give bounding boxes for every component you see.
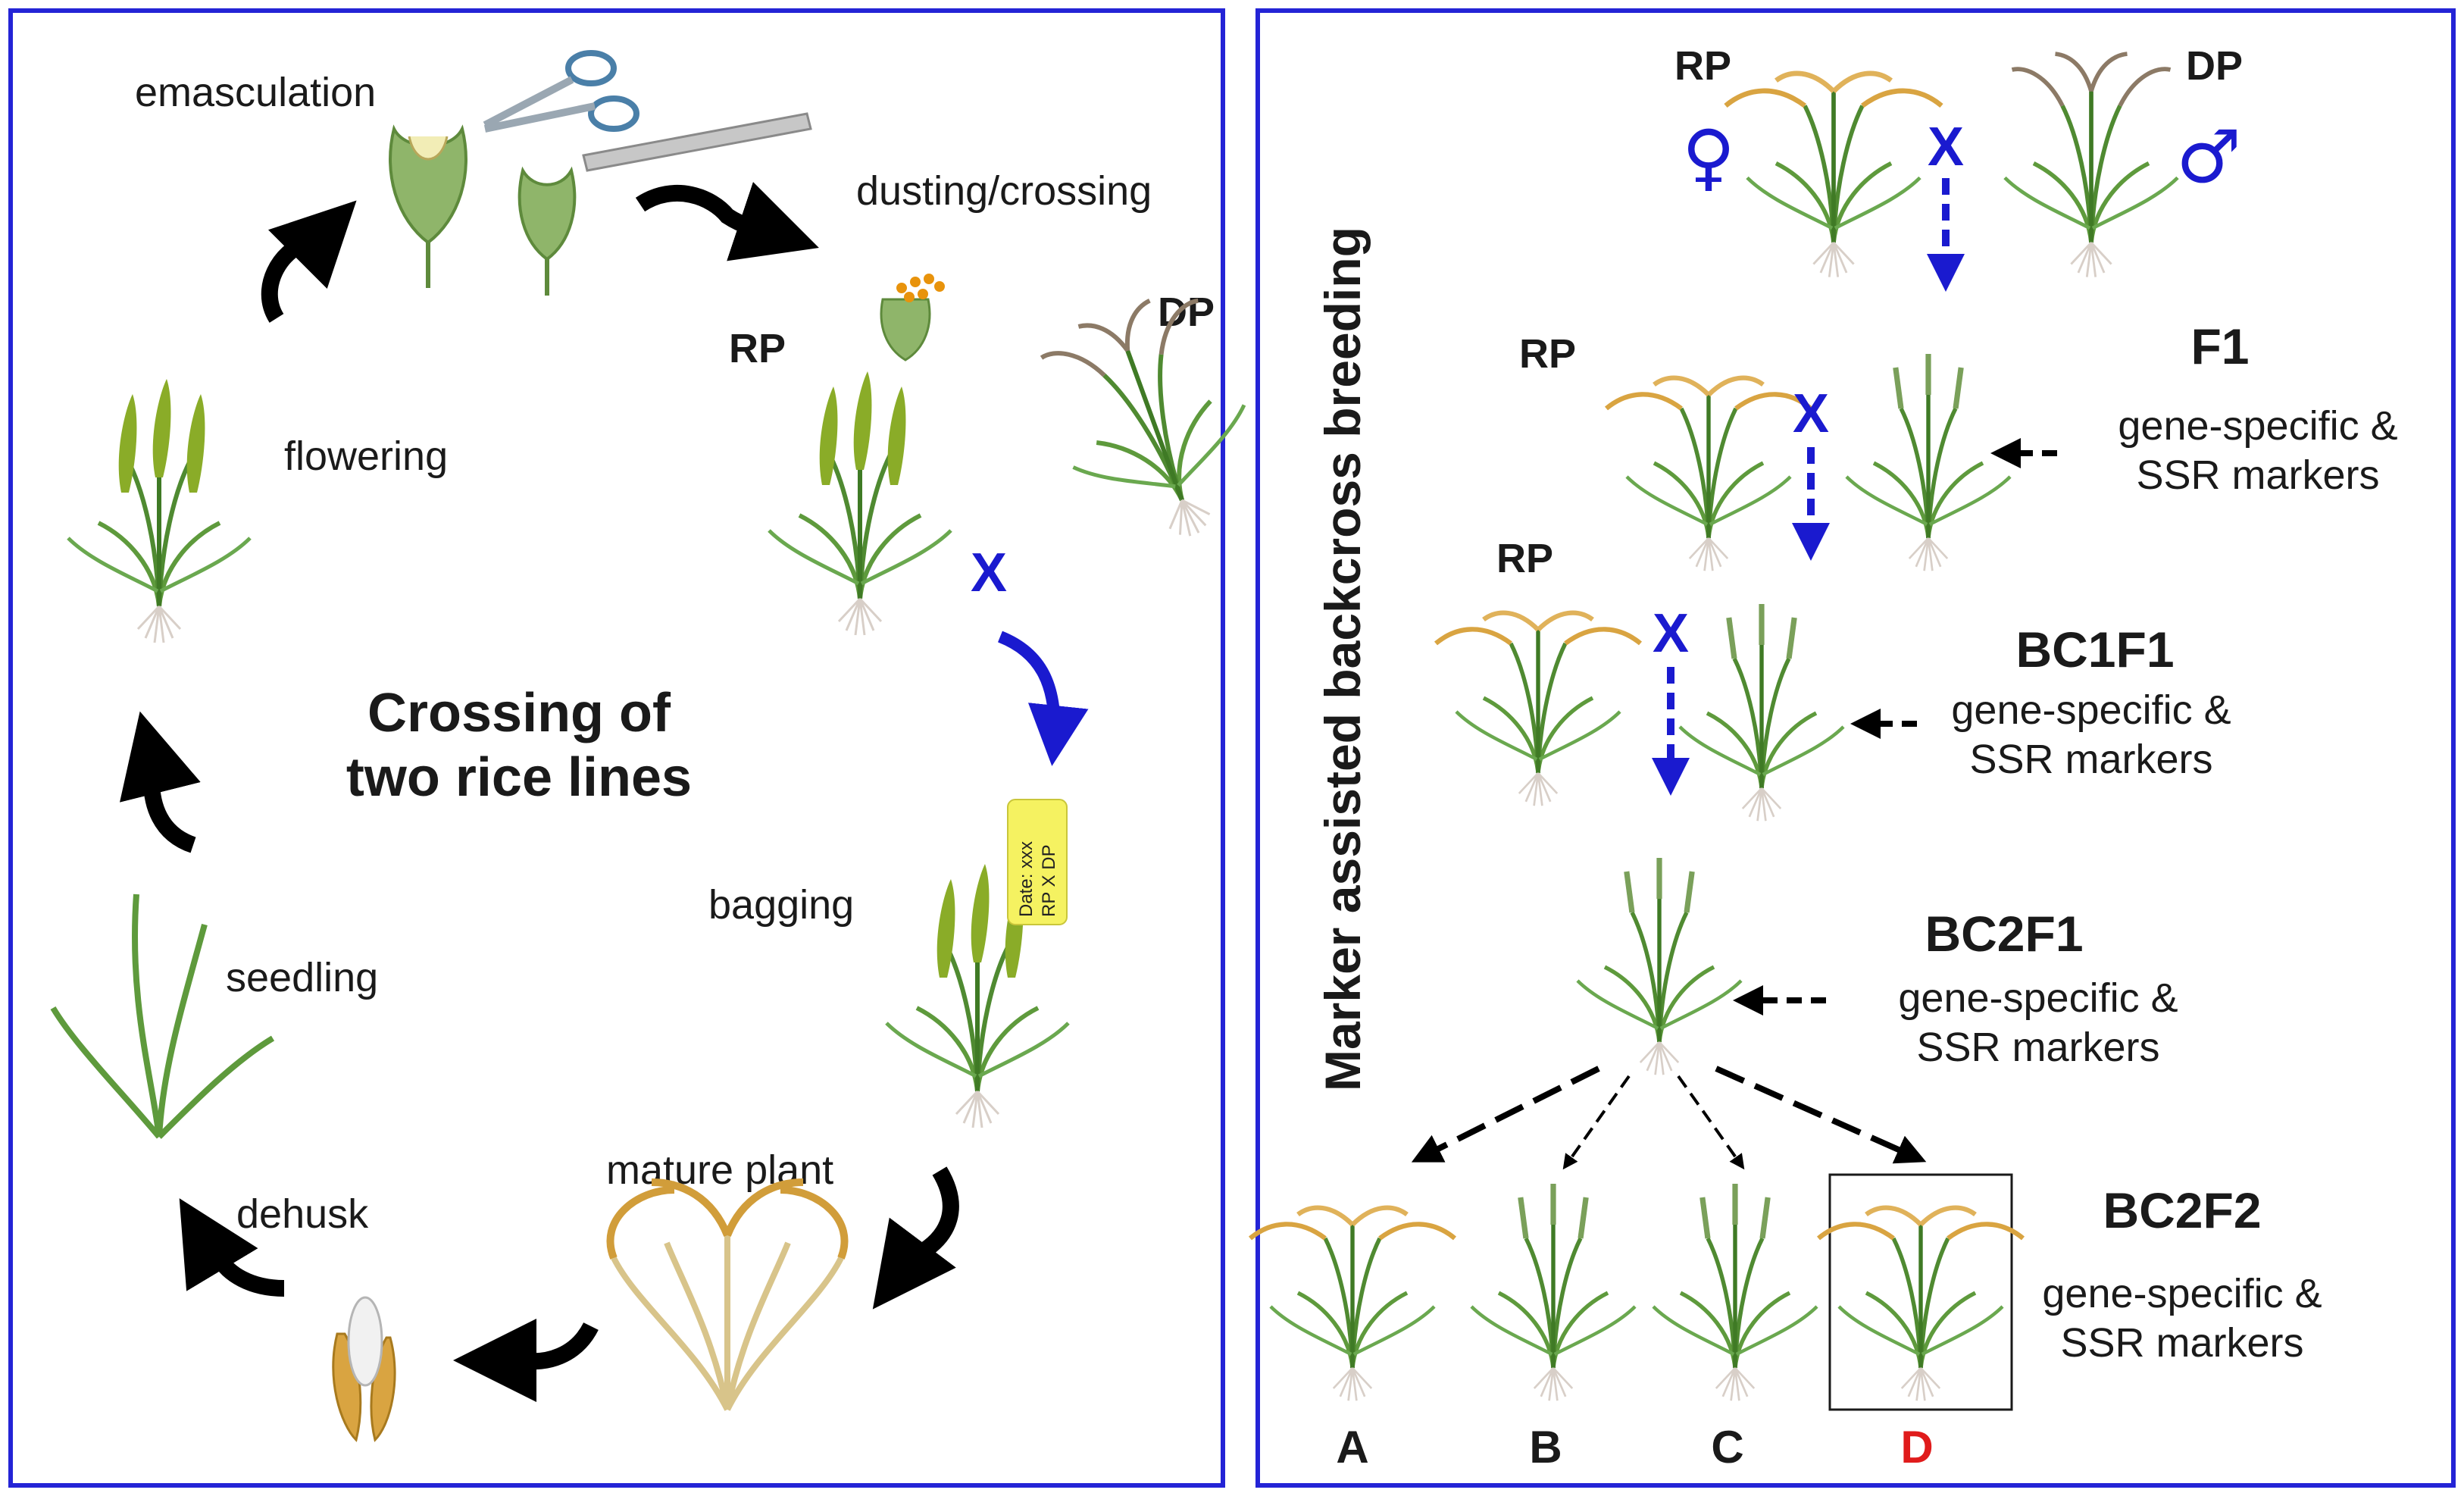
rp-plant-flowering <box>769 371 951 635</box>
parent-rp-label: RP <box>1674 43 1731 89</box>
arrow-seedling-to-flowering <box>119 711 201 853</box>
parent-dp-plant <box>2005 54 2178 277</box>
female-symbol-icon: ♀ <box>1682 114 1735 199</box>
f1-cross-symbol: X <box>1793 383 1829 444</box>
f1-marker-line1: gene-specific & <box>2118 403 2397 449</box>
bc2f2-plant-b <box>1471 1184 1635 1401</box>
tag-date: Date: xxx <box>1016 841 1037 917</box>
bc2f2-generation-label: BC2F2 <box>2103 1182 2261 1238</box>
bc2f2-plant-c <box>1653 1184 1817 1401</box>
arrow-emasculation-to-dusting <box>635 182 819 261</box>
bc1-rp-label: RP <box>1496 536 1553 581</box>
bc2f1-plant <box>1578 858 1741 1075</box>
step-label-seedling: seedling <box>226 955 378 1000</box>
bc2f2-plant-a <box>1250 1208 1455 1401</box>
pollen-floret-icon <box>880 274 945 361</box>
selection-arrow-d <box>1715 1066 1927 1164</box>
selected-plant-box <box>1828 1173 2013 1411</box>
right-panel: Marker assisted backcross breeding RP DP… <box>1250 43 2398 1473</box>
step-label-dehusk: dehusk <box>236 1191 369 1237</box>
parent-dp-label: DP <box>2186 43 2243 89</box>
dehusked-grain-icon <box>332 1296 396 1442</box>
left-panel-title-line1: Crossing of <box>367 683 671 743</box>
vertical-title: Marker assisted backcross breeding <box>1315 227 1371 1091</box>
selection-label-d: D <box>1900 1422 1933 1473</box>
f1-rp-plant <box>1606 378 1811 571</box>
bc2f2-plant-d <box>1818 1208 2023 1401</box>
selection-arrow-a <box>1411 1066 1600 1163</box>
floret-open-icon <box>389 124 467 288</box>
mature-plant-icon <box>606 1178 849 1411</box>
left-panel-title-line2: two rice lines <box>346 747 692 808</box>
arrow-grain-to-seedling <box>179 1198 285 1297</box>
bc1f1-generation-label: BC1F1 <box>2015 621 2174 678</box>
cross-to-bagging-arrow <box>997 631 1089 766</box>
right-panel-border <box>1255 8 2456 1488</box>
step-label-emasculation: emasculation <box>135 70 376 115</box>
bc1f1-marker-line1: gene-specific & <box>1951 687 2231 733</box>
bc1-rp-plant <box>1436 613 1640 806</box>
seedling-icon <box>50 894 275 1139</box>
bc2f1-marker-line2: SSR markers <box>1916 1025 2159 1070</box>
selection-arrow-b <box>1562 1075 1631 1170</box>
parent-cross-symbol: X <box>1928 117 1964 177</box>
bc1-cross-symbol: X <box>1653 603 1689 664</box>
f1-plant <box>1846 354 2010 571</box>
f1-generation-label: F1 <box>2190 318 2249 374</box>
bc2f2-marker-line2: SSR markers <box>2060 1320 2303 1366</box>
left-rp-label: RP <box>729 326 786 371</box>
selection-label-c: C <box>1711 1422 1743 1473</box>
flowering-plant-icon <box>68 379 250 643</box>
bc2f2-marker-line1: gene-specific & <box>2042 1271 2322 1316</box>
bc2f1-marker-line1: gene-specific & <box>1898 975 2178 1021</box>
step-label-dusting: dusting/crossing <box>856 168 1152 214</box>
bc1f1-marker-line2: SSR markers <box>1969 737 2212 782</box>
arrow-flowering-to-emasculation <box>261 200 357 323</box>
f1-rp-label: RP <box>1519 331 1576 377</box>
arrow-dehusk-to-grain <box>453 1319 599 1402</box>
dp-plant-icon <box>1029 283 1280 565</box>
step-label-flowering: flowering <box>284 433 448 479</box>
selection-label-a: A <box>1336 1422 1368 1473</box>
left-cross-symbol: X <box>971 543 1007 603</box>
bc2f1-generation-label: BC2F1 <box>1925 906 2083 962</box>
f1-marker-line2: SSR markers <box>2136 452 2379 498</box>
left-panel: Crossing of two rice lines emasculation … <box>50 50 1280 1442</box>
selection-label-b: B <box>1529 1422 1562 1473</box>
left-panel-border <box>8 8 1225 1488</box>
date-tag: Date: xxx RP X DP <box>1007 799 1068 925</box>
scissors-icon <box>483 50 639 133</box>
forceps-icon <box>582 112 812 172</box>
selection-arrow-c <box>1677 1075 1745 1170</box>
parent-rp-plant <box>1726 74 1942 277</box>
male-symbol-icon: ♂ <box>2176 114 2241 199</box>
bc1f1-plant <box>1680 604 1843 821</box>
tag-cross: RP X DP <box>1039 844 1059 917</box>
floret-emasculated-icon <box>518 166 577 296</box>
arrow-mature-to-dehusk <box>872 1166 959 1310</box>
step-label-bagging: bagging <box>708 882 854 928</box>
